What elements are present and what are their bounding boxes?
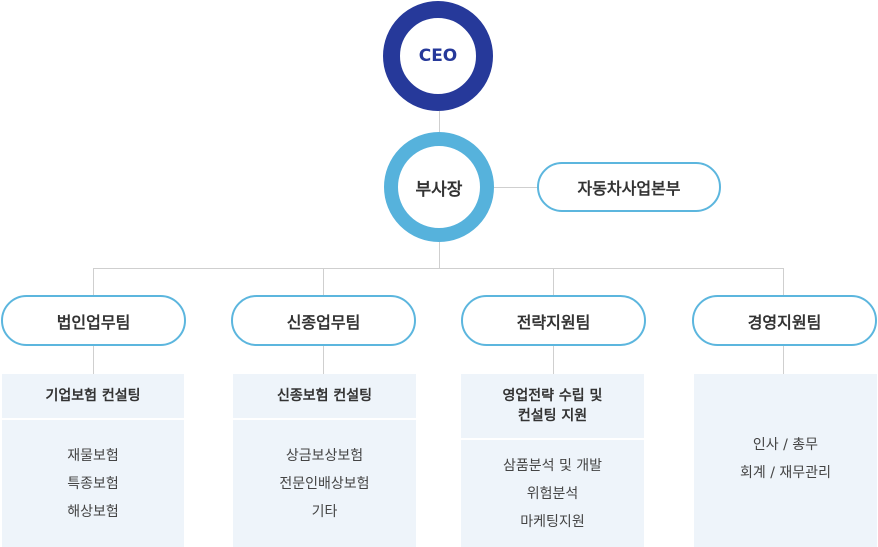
team-box-items: 삼품분석 및 개발 위험분석 마케팅지원 (461, 440, 644, 547)
list-item: 마케팅지원 (520, 513, 585, 530)
connector-drop-3 (553, 268, 554, 295)
list-item: 특종보험 (67, 475, 119, 492)
list-item: 위험분석 (526, 485, 579, 502)
team-box-items: 상금보상보험 전문인배상보험 기타 (233, 420, 416, 547)
connector-team-box-4 (783, 346, 784, 374)
list-item: 상금보상보험 (285, 447, 364, 464)
connector-drop-4 (783, 268, 784, 295)
team-name: 법인업무팀 (56, 312, 131, 332)
ceo-label: CEO (418, 46, 458, 66)
list-item: 인사 / 총무 (752, 436, 819, 453)
list-item: 회계 / 재무관리 (740, 464, 831, 481)
team-pill-2: 신종업무팀 (231, 295, 416, 346)
side-unit-node: 자동차사업본부 (537, 162, 721, 212)
team-box-1: 기업보험 컨설팅 재물보험 특종보험 해상보험 (2, 374, 184, 547)
team-box-head: 영업전략 수립 및 컨설팅 지원 (502, 388, 603, 424)
team-name: 신종업무팀 (286, 312, 361, 332)
connector-vp-bus (439, 242, 440, 268)
team-box-4: 인사 / 총무 회계 / 재무관리 (694, 374, 877, 547)
vice-president-label: 부사장 (415, 179, 463, 200)
connector-vp-side (494, 187, 538, 188)
list-item: 기타 (311, 503, 338, 520)
box-divider (233, 418, 416, 420)
list-item: 해상보험 (67, 503, 119, 520)
list-item: 재물보험 (67, 447, 119, 464)
connector-team-box-3 (553, 346, 554, 374)
list-item: 삼품분석 및 개발 (502, 457, 603, 474)
team-box-3: 영업전략 수립 및 컨설팅 지원 삼품분석 및 개발 위험분석 마케팅지원 (461, 374, 644, 547)
ceo-node: CEO (383, 1, 493, 111)
connector-ceo-vp (439, 111, 440, 132)
team-pill-4: 경영지원팀 (692, 295, 877, 346)
team-name: 전략지원팀 (516, 312, 591, 332)
team-box-head: 기업보험 컨설팅 (45, 388, 141, 404)
team-box-2: 신종보험 컨설팅 상금보상보험 전문인배상보험 기타 (233, 374, 416, 547)
team-box-items: 인사 / 총무 회계 / 재무관리 (694, 374, 877, 547)
connector-drop-1 (93, 268, 94, 295)
team-box-items: 재물보험 특종보험 해상보험 (2, 420, 184, 547)
side-unit-label: 자동차사업본부 (577, 179, 681, 198)
connector-team-box-2 (323, 346, 324, 374)
connector-team-box-1 (93, 346, 94, 374)
box-divider (461, 438, 644, 440)
vice-president-node: 부사장 (384, 132, 494, 242)
team-box-head: 신종보험 컨설팅 (276, 388, 373, 404)
list-item: 전문인배상보험 (279, 475, 370, 492)
team-name: 경영지원팀 (747, 312, 822, 332)
team-pill-3: 전략지원팀 (461, 295, 646, 346)
box-divider (2, 418, 184, 420)
team-pill-1: 법인업무팀 (1, 295, 186, 346)
connector-bus (93, 268, 784, 269)
connector-drop-2 (323, 268, 324, 295)
